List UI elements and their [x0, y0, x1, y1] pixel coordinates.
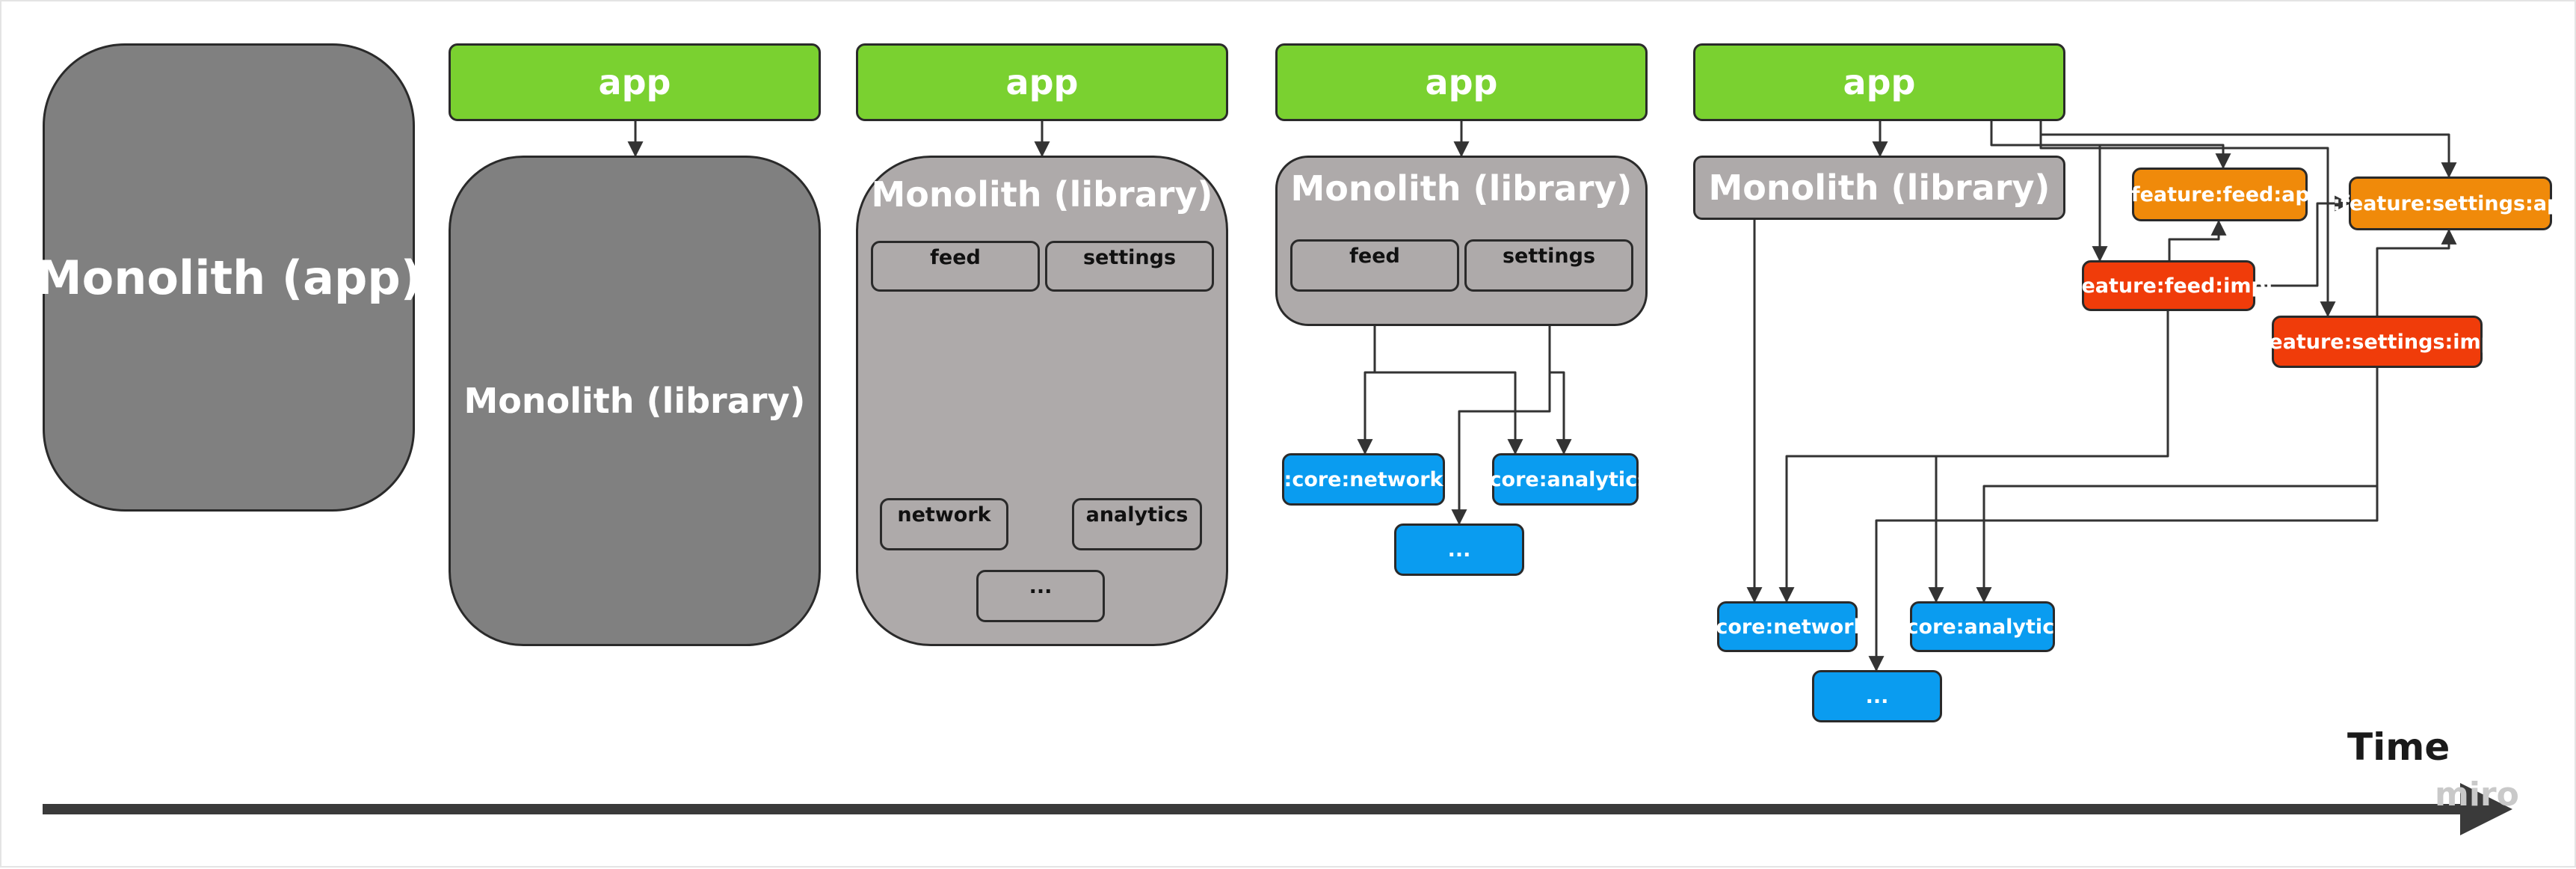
edge-s4-feed-analytics [1375, 371, 1523, 455]
stage5-core-network: :core:network [1708, 601, 1867, 652]
stage5-feature-feed-impl: :feature:feed:impl [2065, 260, 2273, 311]
stage5-feature-settings-impl: :feature:settings:impl [2252, 316, 2502, 368]
stage5-monolith-library: Monolith (library) [1693, 156, 2065, 220]
stage5-core-more: ... [1812, 670, 1942, 722]
stage4-module-feed: feed [1290, 239, 1459, 292]
stage4-module-settings: settings [1464, 239, 1633, 292]
stage3-module-network-label: network [897, 503, 991, 526]
stage3-monolith-library-label: Monolith (library) [871, 174, 1213, 215]
stage5-feature-feed-api-label: :feature:feed:api [2123, 182, 2317, 206]
edge-s5-feedimpl-settingsapi [2255, 195, 2351, 287]
stage3-module-more: ... [976, 570, 1105, 622]
stage3-app: app [856, 43, 1228, 121]
edge-s5-feedimpl-analytics [1928, 455, 2168, 604]
edge-s5-app-feedimpl [1991, 144, 2108, 262]
stage3-module-network: network [880, 498, 1008, 550]
stage5-app-label: app [1843, 62, 1916, 102]
stage4-core-network-label: :core:network [1284, 467, 1443, 491]
stage3-module-feed: feed [871, 241, 1040, 292]
stage1-monolith-app-label: Monolith (app) [35, 250, 422, 305]
edge-s5-app-settingsimpl [2039, 135, 2336, 318]
stage5-monolith-library-label: Monolith (library) [1708, 168, 2050, 208]
stage5-app: app [1693, 43, 2065, 121]
stage5-core-more-label: ... [1865, 684, 1889, 708]
stage4-app: app [1275, 43, 1648, 121]
stage4-core-more-label: ... [1447, 538, 1471, 562]
stage4-module-settings-label: settings [1502, 245, 1596, 268]
stage1-monolith-app: Monolith (app) [36, 43, 422, 512]
stage2-app: app [449, 43, 821, 121]
stage5-feature-feed-impl-label: :feature:feed:impl [2064, 274, 2273, 298]
stage4-core-network: :core:network [1282, 453, 1445, 506]
stage5-feature-settings-api-label: :feature:settings:api [2332, 191, 2569, 215]
stage4-core-analytics-label: :core:analytics [1481, 467, 1650, 491]
stage5-core-analytics-label: :core:analytics [1898, 615, 2067, 639]
edge-s5-feedimpl-feedapi [2168, 219, 2227, 260]
stage4-monolith-library-label: Monolith (library) [1290, 168, 1633, 209]
stage4-app-label: app [1425, 62, 1498, 102]
stage5-feature-settings-api: :feature:settings:api [2332, 176, 2569, 230]
stage2-monolith-library-label: Monolith (library) [463, 381, 806, 421]
stage3-module-settings-label: settings [1082, 246, 1177, 269]
edge-s5-settingsimpl-analytics [1976, 485, 2377, 604]
stage3-module-more-label: ... [1029, 575, 1053, 598]
stage3-monolith-library: Monolith (library) [856, 156, 1228, 646]
stage5-core-analytics: :core:analytics [1899, 601, 2066, 652]
miro-watermark: miro [2435, 776, 2519, 814]
stage2-monolith-library: Monolith (library) [449, 156, 821, 646]
stage3-module-analytics-label: analytics [1085, 503, 1189, 526]
edge-s4-settings-analytics [1550, 371, 1572, 455]
stage5-feature-settings-impl-label: :feature:settings:impl [2252, 330, 2503, 354]
edge-s4-settings-more [1451, 292, 1551, 526]
stage5-core-network-label: :core:network [1707, 615, 1867, 639]
stage5-feature-feed-api: :feature:feed:api [2123, 168, 2317, 221]
timeline-label: Time [2347, 725, 2450, 769]
stage3-module-feed-label: feed [930, 246, 981, 269]
edge-s4-feed-network [1357, 292, 1376, 455]
stage4-core-analytics: :core:analytics [1482, 453, 1649, 506]
stage2-app-label: app [598, 62, 671, 102]
edge-s5-settingsimpl-more [1868, 368, 2379, 672]
stage3-app-label: app [1005, 62, 1079, 102]
stage4-module-feed-label: feed [1349, 245, 1400, 268]
stage3-module-analytics: analytics [1072, 498, 1202, 550]
edge-s5-settingsimpl-settingsapi [2376, 228, 2457, 316]
edge-s5-app-feedapi [1990, 121, 2231, 170]
stage3-module-settings: settings [1045, 241, 1214, 292]
edge-s5-app-settingsapi [2039, 121, 2457, 179]
stage4-core-more: ... [1394, 523, 1524, 576]
